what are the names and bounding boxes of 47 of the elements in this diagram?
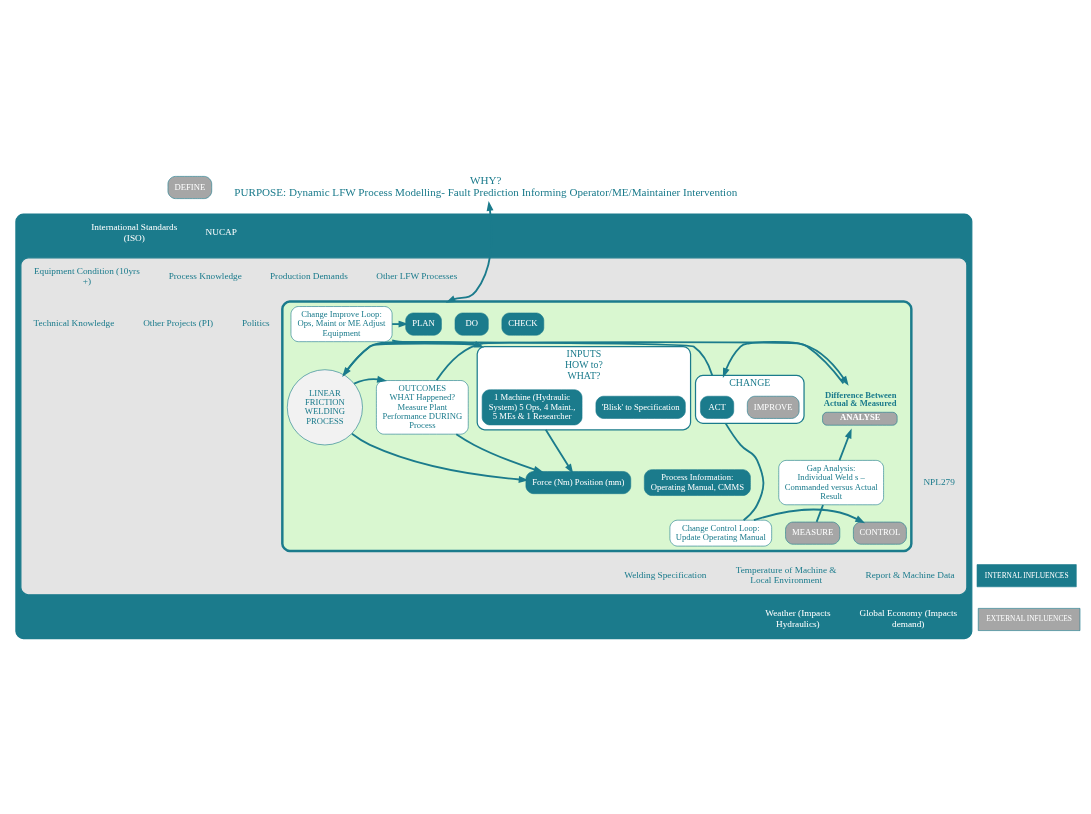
node-box: PLAN <box>405 312 442 335</box>
node-box: DEFINE <box>167 175 213 199</box>
arrow <box>544 428 574 474</box>
label: International Standards (ISO) <box>91 221 178 243</box>
node-box: 'Blisk' to Specification <box>595 395 686 419</box>
label: NUCAP <box>205 226 237 237</box>
label: Production Demands <box>269 270 348 281</box>
node-box: 1 Machine (Hydraulic System) 5 Ops, 4 Maint., 5 MEs & 1 Researcher <box>481 388 583 425</box>
node-box: Gap Analysis: Individual Weld s – Commanded versus Actual Result <box>778 459 884 505</box>
connector <box>724 421 765 521</box>
node-box: ACT <box>700 395 735 419</box>
label: Politics <box>241 317 270 328</box>
node-box: OUTCOMES WHAT Happened? Measure Plant Performance DURING Process <box>376 379 469 434</box>
arrow <box>722 340 845 384</box>
arrow <box>353 375 387 385</box>
node-box: MEASURE <box>785 521 841 545</box>
node-label: Difference Between Actual & Measured <box>823 389 897 408</box>
arrow <box>455 432 544 473</box>
node-box: DO <box>454 312 489 335</box>
label: Temperature of Machine & Local Environment <box>735 564 837 585</box>
arrow <box>838 428 852 461</box>
label: Technical Knowledge <box>33 317 115 328</box>
label: Weather (Impacts Hydraulics) <box>765 607 831 629</box>
node-text: WHY? PURPOSE: Dynamic LFW Process Modelling- Fault Prediction Informing Operator/ME/Maintainer Intervention <box>234 173 738 198</box>
label: Other LFW Processes <box>376 270 458 281</box>
label: Welding Specification <box>624 569 707 580</box>
cluster <box>15 212 973 639</box>
label: Other Projects (PI) <box>143 317 214 328</box>
node-box: Change Improve Loop: Ops, Maint or ME Adjust Equipment <box>290 305 393 342</box>
label: Process Knowledge <box>168 270 242 281</box>
label: Equipment Condition (10yrs +) <box>33 265 140 286</box>
cluster <box>281 299 913 552</box>
label: Report & Machine Data <box>865 569 955 580</box>
cluster <box>20 256 968 595</box>
arrow <box>391 320 409 328</box>
node-box: Change Control Loop: Update Operating Manual <box>669 519 772 546</box>
node-box: IMPROVE <box>747 395 800 419</box>
node-box: Process Information: Operating Manual, CMMS <box>644 468 751 496</box>
label: Global Economy (Impacts demand) <box>859 607 958 629</box>
connector <box>815 503 824 523</box>
label: NPL279 <box>923 476 955 487</box>
arrow <box>351 432 529 483</box>
node-box: Force (Nm) Position (mm) <box>525 470 632 494</box>
arrow <box>752 508 866 523</box>
node-box: CONTROL <box>853 521 907 545</box>
node-box: CHECK <box>501 312 545 335</box>
arrow <box>445 200 494 303</box>
